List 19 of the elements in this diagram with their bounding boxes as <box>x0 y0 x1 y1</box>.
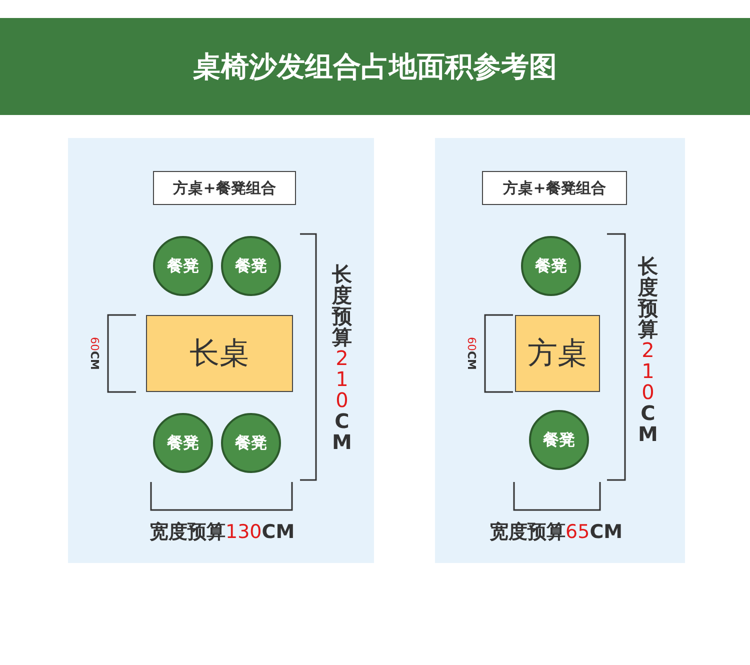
table-rect: 长桌 <box>146 315 293 392</box>
stool-circle: 餐凳 <box>529 410 589 470</box>
table-rect: 方桌 <box>515 315 600 392</box>
dimension-label: 宽度预算65CM <box>490 520 623 545</box>
stool-circle: 餐凳 <box>153 236 213 296</box>
stool-circle: 餐凳 <box>153 413 213 473</box>
dimension-label: 长度预算210CM <box>330 264 353 452</box>
title: 桌椅沙发组合占地面积参考图 <box>193 48 557 84</box>
dimension-label: 60CM <box>88 336 101 370</box>
dimension-label: 60CM <box>464 336 478 370</box>
plan-panel <box>68 138 374 563</box>
dimension-label: 长度预算210CM <box>636 256 659 444</box>
stool-circle: 餐凳 <box>521 236 581 296</box>
plan-panel <box>435 138 685 563</box>
stool-circle: 餐凳 <box>221 413 281 473</box>
set-title-box: 方桌+餐凳组合 <box>482 171 627 205</box>
dimension-label: 宽度预算130CM <box>150 520 295 545</box>
stool-circle: 餐凳 <box>221 236 281 296</box>
set-title-box: 方桌+餐凳组合 <box>153 171 296 205</box>
